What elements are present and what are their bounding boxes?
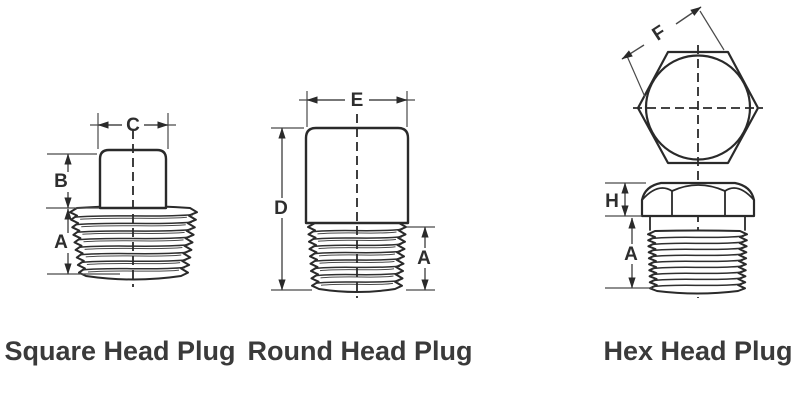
extension-line bbox=[699, 10, 725, 51]
dim-label-head-height-B: B bbox=[54, 171, 68, 192]
dim-label-head-width-E: E bbox=[351, 90, 364, 111]
hex-plug-neck bbox=[649, 215, 746, 231]
thread-lines bbox=[87, 269, 180, 273]
thread-lines bbox=[312, 243, 402, 248]
hex-head-facet-arcs bbox=[641, 184, 755, 201]
dim-label-overall-height-D: D bbox=[274, 198, 288, 219]
extension-line bbox=[626, 55, 646, 98]
dim-label-head-height-H: H bbox=[605, 191, 619, 212]
thread-lines bbox=[652, 283, 743, 288]
thread-lines bbox=[314, 272, 400, 277]
dim-label-thread-length-A: A bbox=[54, 232, 68, 253]
thread-lines bbox=[651, 247, 744, 252]
thread-lines bbox=[320, 282, 394, 286]
thread-lines bbox=[651, 235, 744, 240]
hex-plug-threads bbox=[647, 229, 748, 295]
round-head-plug-figure: E D A bbox=[271, 90, 435, 298]
thread-lines bbox=[652, 259, 743, 264]
thread-lines bbox=[317, 231, 397, 235]
thread-lines bbox=[320, 275, 394, 279]
caption-square-head-plug: Square Head Plug bbox=[4, 336, 236, 366]
thread-lines bbox=[76, 229, 191, 234]
dim-label-thread-length-A: A bbox=[624, 244, 638, 265]
thread-lines bbox=[84, 247, 183, 250]
hex-head-plug-figure: F H A bbox=[605, 6, 763, 298]
thread-lines bbox=[313, 258, 401, 263]
thread-lines bbox=[75, 221, 192, 226]
thread-lines bbox=[311, 236, 403, 241]
thread-lines bbox=[78, 244, 189, 249]
dim-label-head-width-C: C bbox=[126, 115, 140, 136]
thread-lines bbox=[652, 277, 743, 282]
thread-lines bbox=[74, 213, 193, 218]
thread-lines bbox=[83, 239, 184, 243]
thread-lines bbox=[651, 253, 744, 258]
thread-lines bbox=[313, 265, 401, 270]
thread-lines bbox=[312, 250, 402, 255]
square-head-plug-figure: C B A bbox=[46, 113, 198, 287]
thread-lines bbox=[81, 266, 186, 271]
thread-lines bbox=[319, 268, 395, 272]
thread-lines bbox=[652, 265, 743, 270]
thread-lines bbox=[311, 228, 403, 233]
thread-lines bbox=[317, 238, 397, 242]
hex-head-facet-dividers bbox=[671, 190, 726, 217]
dim-label-across-corners-F: F bbox=[649, 21, 670, 45]
thread-lines bbox=[652, 271, 743, 276]
thread-lines bbox=[82, 231, 185, 235]
thread-lines bbox=[314, 280, 400, 285]
thread-lines bbox=[86, 262, 181, 265]
thread-lines bbox=[80, 259, 187, 264]
thread-lines bbox=[77, 236, 190, 241]
caption-hex-head-plug: Hex Head Plug bbox=[603, 336, 793, 366]
dim-label-thread-length-A: A bbox=[417, 248, 431, 269]
thread-lines bbox=[318, 246, 396, 250]
thread-lines bbox=[80, 216, 187, 220]
thread-lines bbox=[318, 253, 396, 257]
thread-lines bbox=[79, 251, 188, 256]
thread-lines bbox=[81, 224, 186, 228]
caption-round-head-plug: Round Head Plug bbox=[247, 336, 473, 366]
thread-lines bbox=[651, 241, 744, 246]
dimension-line-F bbox=[675, 6, 702, 25]
dimension-line-F bbox=[621, 44, 645, 60]
thread-lines bbox=[319, 260, 395, 264]
thread-lines bbox=[85, 254, 182, 258]
